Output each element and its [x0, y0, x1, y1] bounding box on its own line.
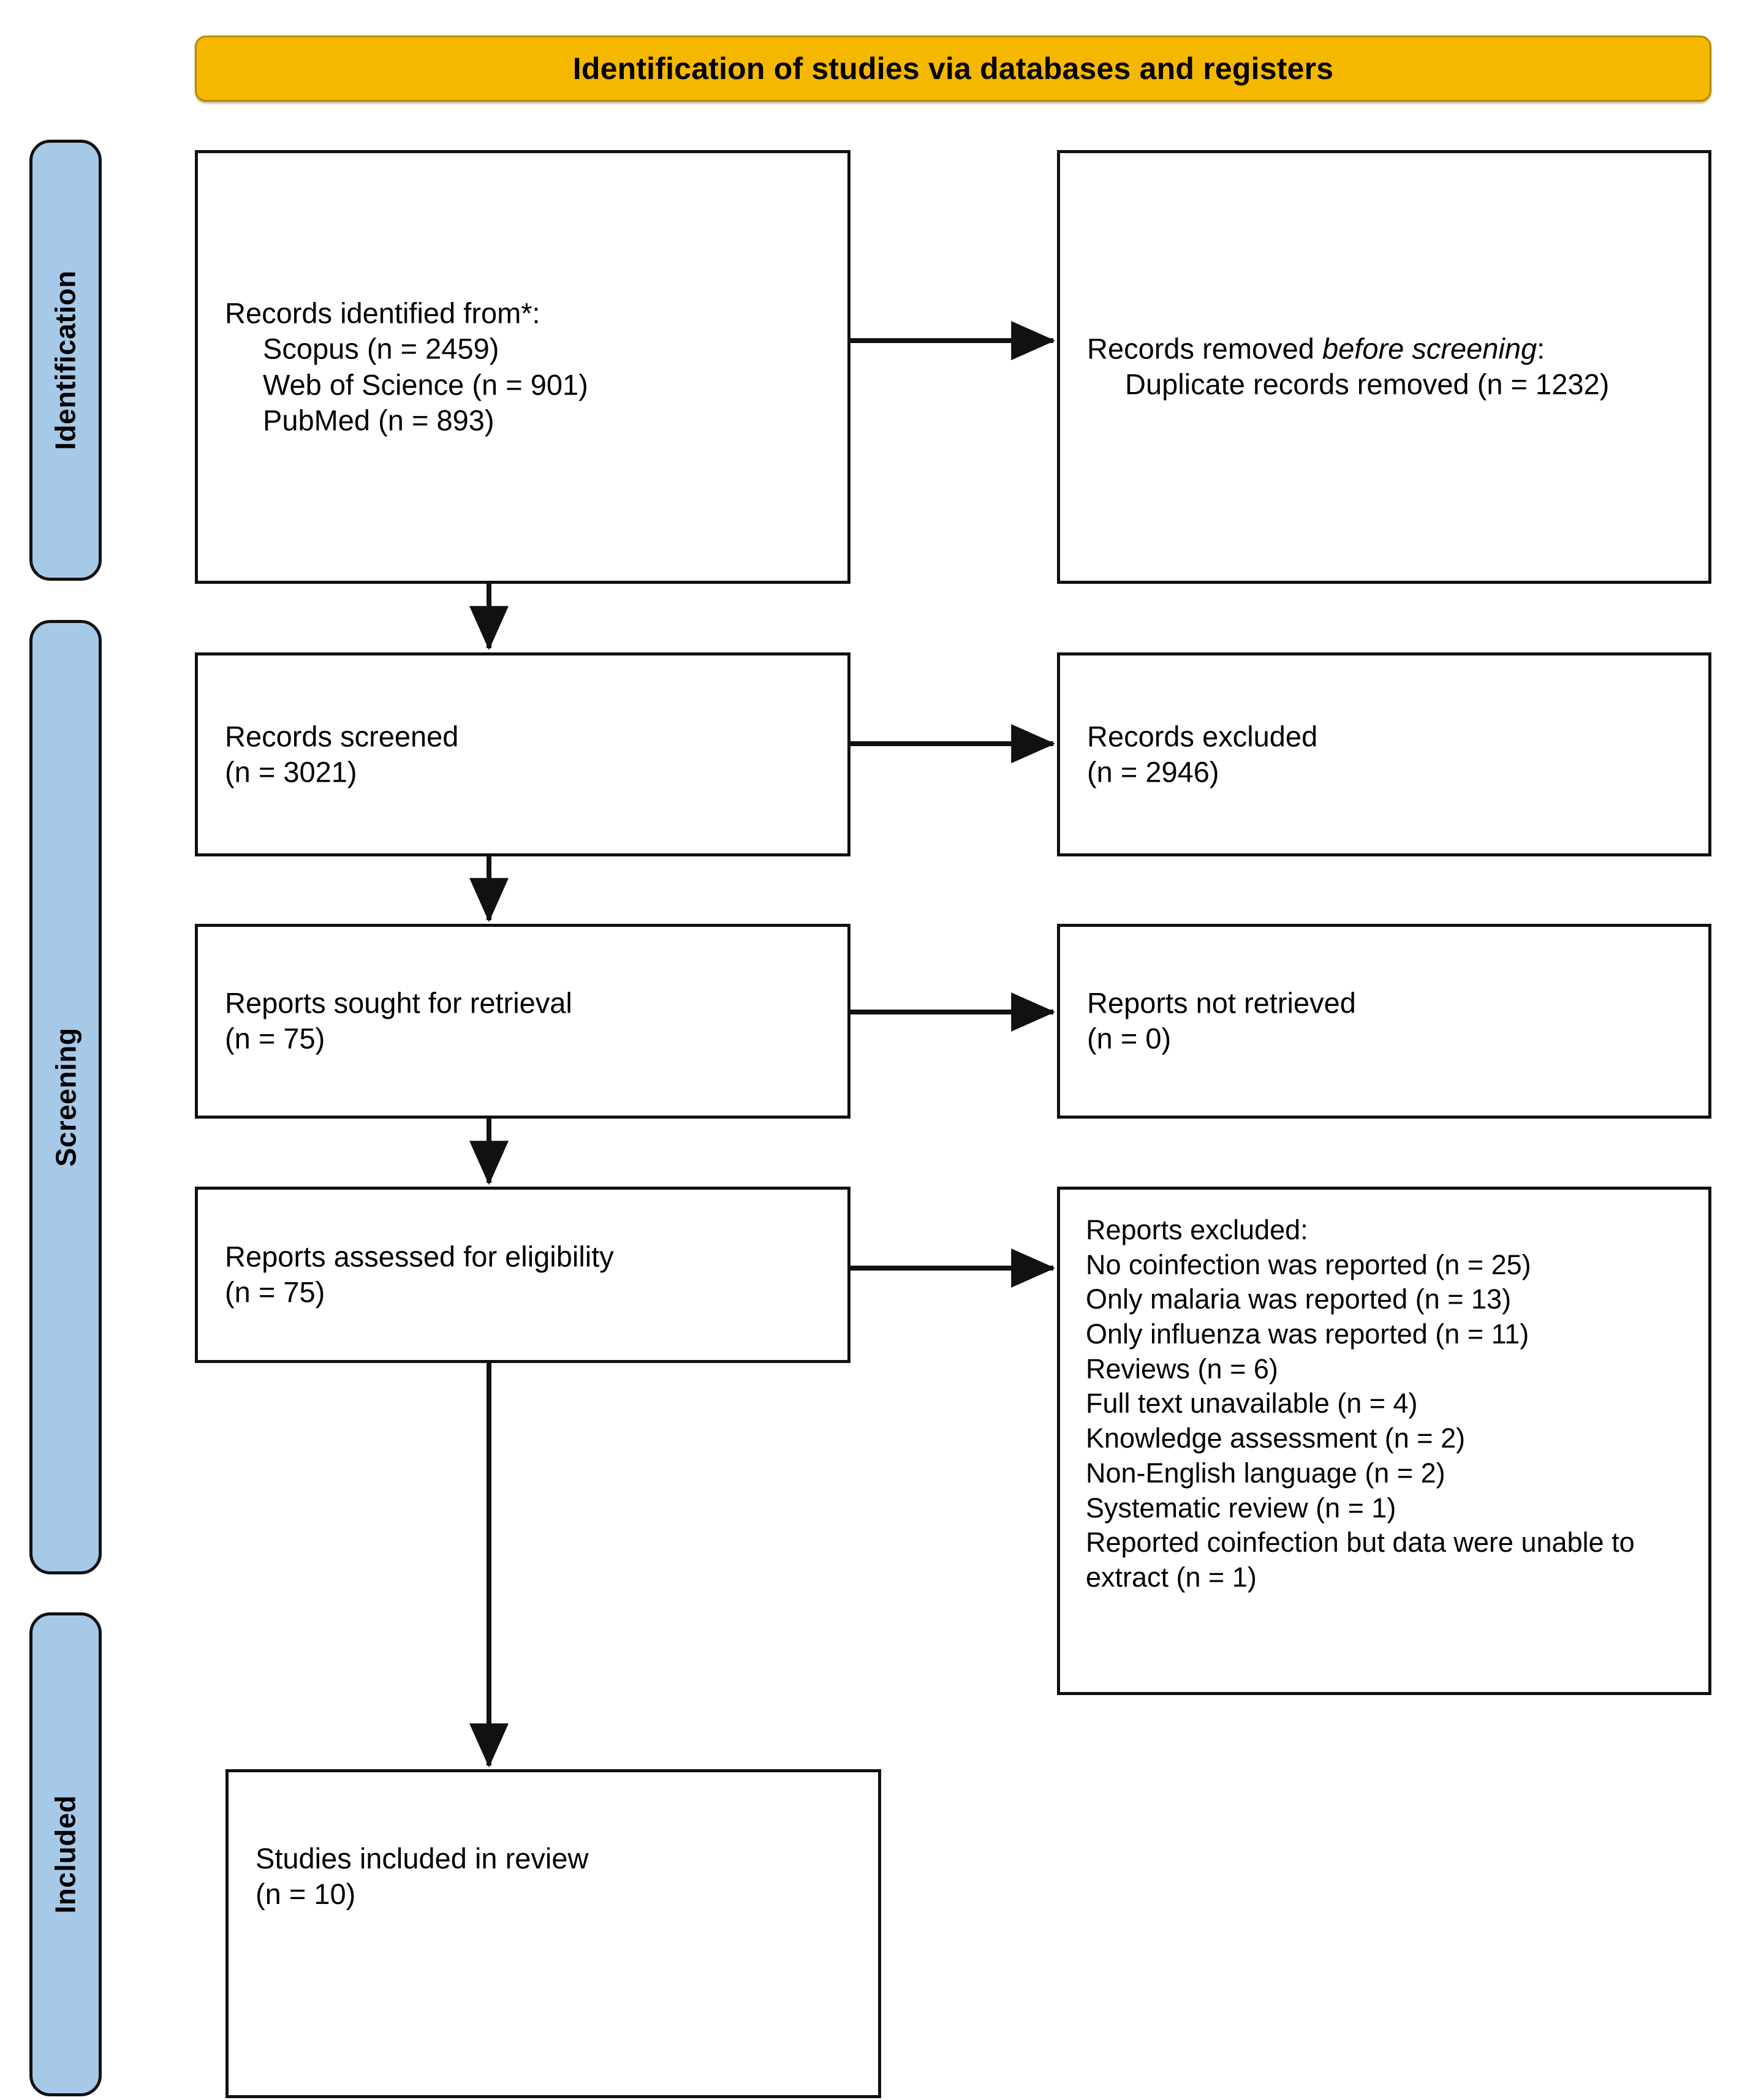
reports-not-retrieved-count: (n = 0) [1087, 1022, 1172, 1055]
records-removed-item-duplicates: Duplicate records removed (n = 1232) [1125, 368, 1610, 401]
box-studies-included-content: Studies included in review (n = 10) [256, 1841, 863, 1913]
box-reports-sought: Reports sought for retrieval (n = 75) [195, 924, 850, 1119]
reports-assessed-count: (n = 75) [225, 1276, 325, 1309]
diagram-banner: Identification of studies via databases … [195, 36, 1711, 102]
reports-excluded-reason: Reviews (n = 6) [1086, 1353, 1278, 1384]
stage-screening-text: Screening [50, 1027, 82, 1167]
reports-excluded-reason: Reported coinfection but data were unabl… [1086, 1527, 1635, 1593]
box-records-screened: Records screened (n = 3021) [195, 652, 850, 856]
reports-assessed-label: Reports assessed for eligibility [225, 1240, 614, 1273]
records-identified-heading: Records identified from*: [225, 296, 540, 330]
box-records-identified: Records identified from*: Scopus (n = 24… [195, 150, 850, 584]
stage-label-included: Included [29, 1612, 102, 2096]
box-reports-assessed-eligibility: Reports assessed for eligibility (n = 75… [195, 1187, 850, 1363]
reports-excluded-reason: No coinfection was reported (n = 25) [1086, 1248, 1531, 1280]
records-removed-heading-colon: : [1537, 332, 1545, 365]
stage-identification-text: Identification [50, 270, 82, 450]
reports-sought-label: Reports sought for retrieval [225, 986, 572, 1019]
records-screened-count: (n = 3021) [225, 755, 357, 788]
stage-label-screening: Screening [29, 620, 102, 1574]
records-identified-source-scopus: Scopus (n = 2459) [263, 332, 499, 365]
records-removed-heading-plain: Records removed [1087, 332, 1322, 365]
records-excluded-label: Records excluded [1087, 720, 1318, 753]
records-removed-heading: Records removed before screening: [1087, 331, 1694, 367]
reports-excluded-reason: Non-English language (n = 2) [1086, 1457, 1445, 1489]
studies-included-label: Studies included in review [256, 1842, 589, 1875]
reports-excluded-reason: Only influenza was reported (n = 11) [1086, 1318, 1529, 1350]
box-records-screened-content: Records screened (n = 3021) [225, 719, 833, 790]
box-records-identified-content: Records identified from*: Scopus (n = 24… [225, 295, 833, 438]
box-reports-not-retrieved: Reports not retrieved (n = 0) [1057, 924, 1711, 1119]
records-screened-label: Records screened [225, 720, 459, 753]
reports-excluded-reason: Knowledge assessment (n = 2) [1086, 1422, 1466, 1454]
records-removed-heading-italic: before screening [1322, 332, 1537, 365]
studies-included-count: (n = 10) [256, 1878, 356, 1911]
box-reports-excluded-reasons: Reports excluded: No coinfection was rep… [1057, 1187, 1711, 1695]
records-excluded-count: (n = 2946) [1087, 755, 1219, 788]
records-identified-source-pubmed: PubMed (n = 893) [263, 404, 494, 437]
box-records-removed: Records removed before screening: Duplic… [1057, 150, 1711, 584]
records-identified-source-wos: Web of Science (n = 901) [263, 368, 588, 401]
box-records-excluded: Records excluded (n = 2946) [1057, 652, 1711, 856]
box-reports-not-retrieved-content: Reports not retrieved (n = 0) [1087, 986, 1694, 1057]
box-studies-included: Studies included in review (n = 10) [225, 1769, 881, 2098]
box-records-removed-content: Records removed before screening: Duplic… [1087, 331, 1694, 403]
stage-included-text: Included [50, 1795, 81, 1914]
banner-title: Identification of studies via databases … [572, 51, 1334, 86]
box-reports-sought-content: Reports sought for retrieval (n = 75) [225, 986, 833, 1057]
box-reports-assessed-content: Reports assessed for eligibility (n = 75… [225, 1239, 833, 1311]
reports-sought-count: (n = 75) [225, 1022, 325, 1055]
reports-excluded-reason: Full text unavailable (n = 4) [1086, 1388, 1418, 1419]
reports-not-retrieved-label: Reports not retrieved [1087, 986, 1356, 1019]
reports-excluded-reason: Systematic review (n = 1) [1086, 1492, 1396, 1524]
reports-excluded-heading: Reports excluded: [1086, 1214, 1308, 1245]
box-reports-excluded-content: Reports excluded: No coinfection was rep… [1086, 1213, 1697, 1595]
box-records-excluded-content: Records excluded (n = 2946) [1087, 719, 1694, 790]
reports-excluded-reason: Only malaria was reported (n = 13) [1086, 1283, 1512, 1315]
stage-label-identification: Identification [29, 140, 102, 581]
